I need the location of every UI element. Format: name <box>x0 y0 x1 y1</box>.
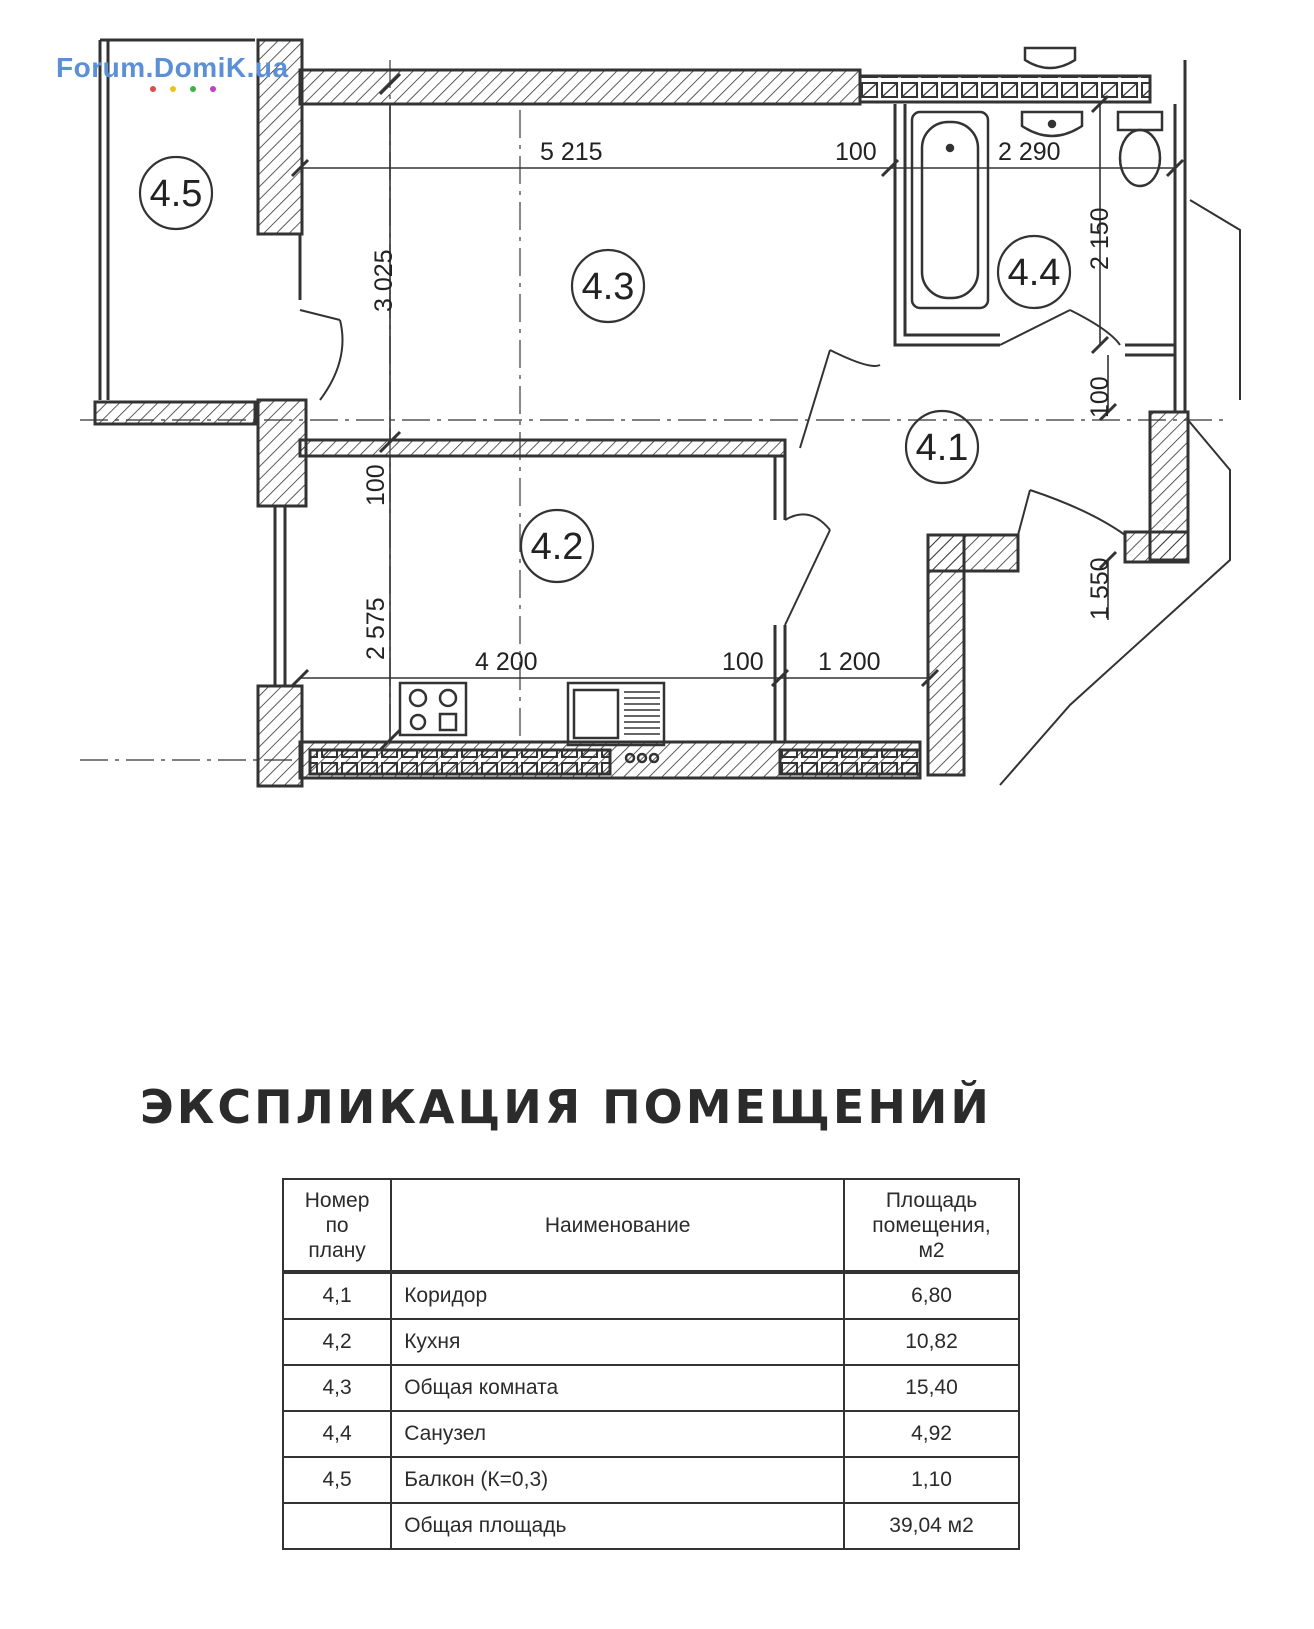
watermark-dot <box>170 86 176 92</box>
watermark-dot <box>190 86 196 92</box>
kitchen-sink-icon <box>566 681 666 764</box>
dim-5215: 5 215 <box>540 138 603 166</box>
row-number: 4,1 <box>281 1271 393 1320</box>
row-number: 4,3 <box>281 1364 393 1412</box>
balcony-outline <box>98 38 255 400</box>
dimension-labels: 5 215 100 2 290 3 025 2 150 100 100 2 57… <box>362 138 1114 676</box>
row-number: 4,5 <box>281 1456 393 1504</box>
dim-2290: 2 290 <box>998 138 1061 166</box>
row-number: 4,4 <box>281 1410 393 1458</box>
table-total-row: Общая площадь 39,04 м2 <box>281 1502 1020 1550</box>
sink-icon <box>1020 46 1084 138</box>
dim-100-right: 100 <box>1086 376 1114 418</box>
dim-1200: 1 200 <box>818 648 881 676</box>
room-label-4-1: 4.1 <box>916 427 969 469</box>
stove-icon <box>398 681 468 737</box>
header-number: Номер по плану <box>281 1178 393 1273</box>
row-area: 6,80 <box>843 1271 1020 1320</box>
dim-100-bottom: 100 <box>722 648 764 676</box>
watermark-dot <box>210 86 216 92</box>
header-name: Наименование <box>390 1178 846 1273</box>
header-number-line: Номер <box>304 1188 370 1212</box>
room-label-4-3: 4.3 <box>582 266 635 308</box>
row-name: Балкон (К=0,3) <box>390 1456 846 1504</box>
door-swings <box>299 309 1126 626</box>
dim-2575: 2 575 <box>362 597 390 660</box>
explication-table: Номер по плану Наименование Площадь поме… <box>281 1178 1020 1550</box>
watermark-dot <box>150 86 156 92</box>
table-header-row: Номер по плану Наименование Площадь поме… <box>281 1178 1020 1273</box>
row-area: 4,92 <box>843 1410 1020 1458</box>
dimension-lines <box>300 104 1175 742</box>
header-area: Площадь помещения, м2 <box>843 1178 1020 1273</box>
table-row: 4,1 Коридор 6,80 <box>281 1271 1020 1320</box>
header-area-line: Площадь <box>885 1188 978 1212</box>
room-labels <box>138 155 1072 584</box>
watermark-text: Forum.DomiK.ua <box>56 52 289 83</box>
room-label-4-5: 4.5 <box>150 173 203 215</box>
dim-3025: 3 025 <box>370 249 398 312</box>
table-row: 4,3 Общая комната 15,40 <box>281 1364 1020 1412</box>
row-name: Кухня <box>390 1318 846 1366</box>
table-row: 4,4 Санузел 4,92 <box>281 1410 1020 1458</box>
dim-100-top: 100 <box>835 138 877 166</box>
watermark-dots <box>150 86 230 92</box>
bathtub-icon <box>910 110 990 310</box>
dimension-ticks <box>290 72 1185 752</box>
dim-2150: 2 150 <box>1086 207 1114 270</box>
row-area: 39,04 м2 <box>843 1502 1020 1550</box>
row-number <box>281 1502 393 1550</box>
header-number-line: плану <box>308 1238 366 1262</box>
explication-title: ЭКСПЛИКАЦИЯ ПОМЕЩЕНИЙ <box>140 1080 992 1134</box>
block-walls <box>308 74 1152 776</box>
row-name: Санузел <box>390 1410 846 1458</box>
header-area-line: помещения, <box>872 1213 991 1237</box>
row-area: 15,40 <box>843 1364 1020 1412</box>
toilet-icon <box>1116 110 1164 188</box>
room-label-4-2: 4.2 <box>531 526 584 568</box>
room-label-4-4: 4.4 <box>1008 252 1061 294</box>
table-row: 4,5 Балкон (К=0,3) 1,10 <box>281 1456 1020 1504</box>
dim-100-left: 100 <box>362 464 390 506</box>
table-row: 4,2 Кухня 10,82 <box>281 1318 1020 1366</box>
row-name: Общая комната <box>390 1364 846 1412</box>
row-name: Коридор <box>390 1271 846 1320</box>
exterior-outline <box>999 199 1241 786</box>
floor-plan: 5 215 100 2 290 3 025 2 150 100 100 2 57… <box>80 38 1241 788</box>
row-area: 1,10 <box>843 1456 1020 1504</box>
header-number-line: по <box>325 1213 349 1237</box>
row-number: 4,2 <box>281 1318 393 1366</box>
dim-4200: 4 200 <box>475 648 538 676</box>
row-name: Общая площадь <box>390 1502 846 1550</box>
dim-1550: 1 550 <box>1086 557 1114 620</box>
row-area: 10,82 <box>843 1318 1020 1366</box>
interior-walls <box>273 60 1187 742</box>
header-area-line: м2 <box>918 1238 945 1262</box>
